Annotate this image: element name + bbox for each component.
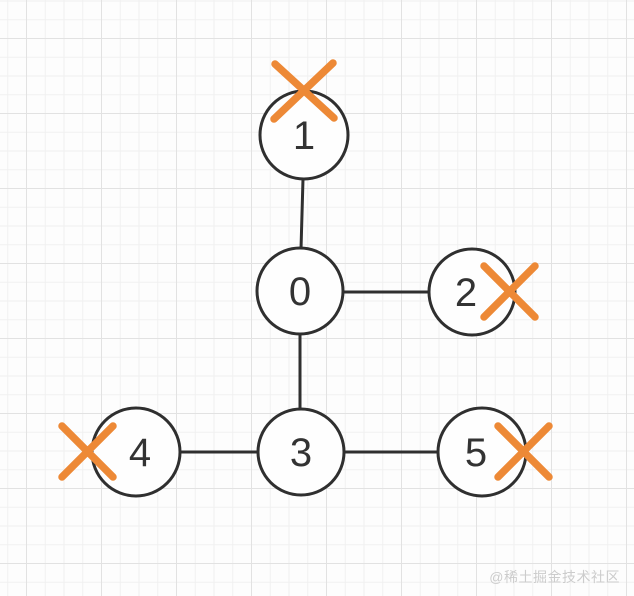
node-1-label: 1 [293,114,315,158]
node-1: 1 [258,89,350,181]
cross-mark-node-2-icon [480,262,539,321]
node-0-circle [255,246,345,336]
node-5: 5 [436,406,528,498]
edge-1-0 [299,177,305,251]
cross-marks [58,59,553,481]
node-0-label: 0 [289,270,311,314]
node-2-label: 2 [455,271,477,315]
node-5-label: 5 [465,431,487,475]
node-4-label: 4 [129,431,151,475]
edges [179,177,439,454]
node-3-label: 3 [290,431,312,475]
node-4: 4 [90,406,182,498]
node-3-circle [256,407,346,497]
watermark: @稀土掘金技术社区 [489,569,620,585]
node-2: 2 [427,247,517,337]
cross-mark-node-4-icon [58,422,117,481]
node-0: 0 [255,246,345,336]
cross-mark-node-1-icon [270,59,338,123]
node-3: 3 [256,407,346,497]
cross-mark-node-5-icon [494,422,553,481]
